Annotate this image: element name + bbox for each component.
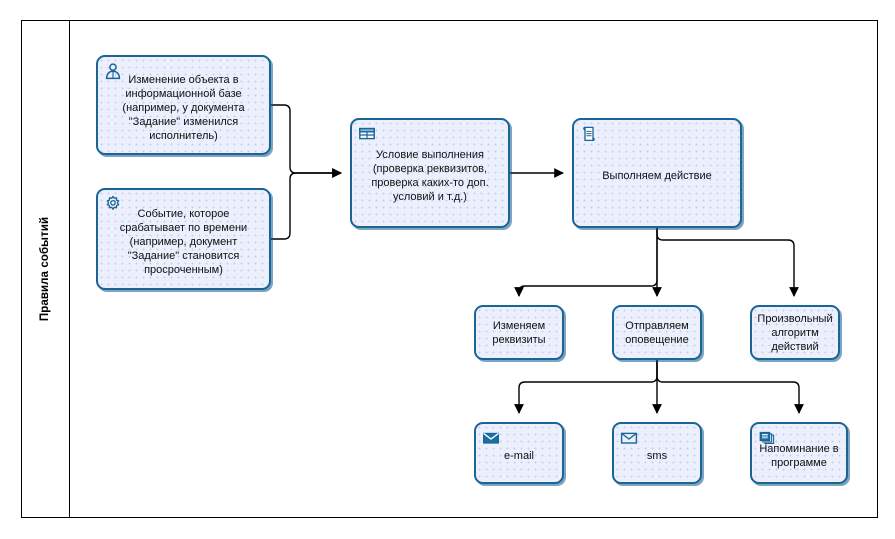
pages-icon [758,429,776,447]
node-label: Напоминание в программе [759,443,839,469]
node-custom-algorithm[interactable]: Произвольный алгоритм действий [750,305,840,360]
node-event-timer[interactable]: Событие, которое срабатывает по времени … [96,188,271,290]
node-label: Произвольный алгоритм действий [757,312,833,353]
node-send-notice[interactable]: Отправляем оповещение [612,305,702,360]
node-label: Событие, которое срабатывает по времени … [119,208,248,276]
lane-title: Правила событий [39,216,51,322]
lane-header: Правила событий [21,20,70,518]
node-label: Выполняем действие [602,170,712,182]
table-icon [358,125,376,143]
script-icon [580,125,598,143]
user-icon [104,62,122,80]
node-label: e-mail [504,450,534,462]
node-label: Изменение объекта в информационной базе … [122,74,245,142]
node-email[interactable]: e-mail [474,422,564,484]
node-label: Условие выполнения (проверка реквизитов,… [371,149,489,203]
node-label: sms [646,450,668,462]
node-in-app-reminder[interactable]: Напоминание в программе [750,422,848,484]
node-change-props[interactable]: Изменяем реквизиты [474,305,564,360]
node-label: Отправляем оповещение [625,319,689,346]
pool-frame [21,20,878,518]
node-condition[interactable]: Условие выполнения (проверка реквизитов,… [350,118,510,228]
node-event-object-change[interactable]: Изменение объекта в информационной базе … [96,55,271,155]
envelope-filled-icon [482,429,500,447]
node-label: Изменяем реквизиты [492,319,546,346]
node-action[interactable]: Выполняем действие [572,118,742,228]
gear-icon [104,195,122,213]
node-sms[interactable]: sms [612,422,702,484]
envelope-outline-icon [620,429,638,447]
